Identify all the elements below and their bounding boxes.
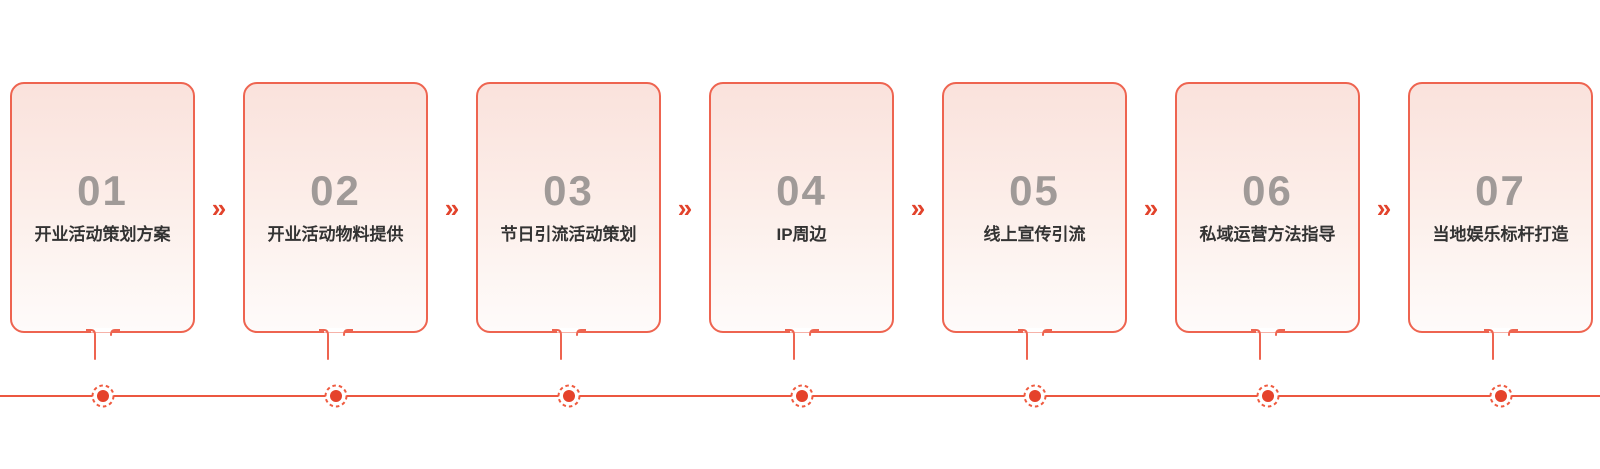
- card-body: 03 节日引流活动策划: [476, 82, 661, 333]
- step-card-2: 02 开业活动物料提供: [243, 82, 428, 408]
- arrow-cell: »: [661, 82, 709, 333]
- step-number: 03: [543, 166, 594, 214]
- step-number: 02: [310, 166, 361, 214]
- step-number: 04: [776, 166, 827, 214]
- step-number: 06: [1242, 166, 1293, 214]
- step-number: 07: [1475, 166, 1526, 214]
- arrow-cell: »: [1127, 82, 1175, 333]
- step-card-6: 06 私域运营方法指导: [1175, 82, 1360, 408]
- arrow-cell: »: [1360, 82, 1408, 333]
- arrow-cell: »: [894, 82, 942, 333]
- card-body: 07 当地娱乐标杆打造: [1408, 82, 1593, 333]
- card-body: 04 IP周边: [709, 82, 894, 333]
- card-body: 06 私域运营方法指导: [1175, 82, 1360, 333]
- chevron-right-icon: »: [444, 192, 460, 223]
- step-label: 当地娱乐标杆打造: [1432, 224, 1569, 244]
- step-card-7: 07 当地娱乐标杆打造: [1408, 82, 1593, 408]
- card-body: 01 开业活动策划方案: [10, 82, 195, 333]
- card-body: 05 线上宣传引流: [942, 82, 1127, 333]
- chevron-right-icon: »: [910, 192, 926, 223]
- step-label: 开业活动物料提供: [267, 224, 404, 244]
- step-label: 节日引流活动策划: [500, 224, 637, 244]
- steps-row: 01 开业活动策划方案 » 02 开业活动物料提供: [0, 82, 1600, 408]
- chevron-right-icon: »: [211, 192, 227, 223]
- step-label: IP周边: [776, 224, 827, 244]
- step-label: 私域运营方法指导: [1199, 224, 1336, 244]
- timeline-line: [0, 395, 1600, 397]
- step-card-1: 01 开业活动策划方案: [10, 82, 195, 408]
- step-label: 开业活动策划方案: [34, 224, 171, 244]
- step-number: 05: [1009, 166, 1060, 214]
- step-card-3: 03 节日引流活动策划: [476, 82, 661, 408]
- chevron-right-icon: »: [1143, 192, 1159, 223]
- arrow-cell: »: [195, 82, 243, 333]
- step-card-4: 04 IP周边: [709, 82, 894, 408]
- chevron-right-icon: »: [1376, 192, 1392, 223]
- chevron-right-icon: »: [677, 192, 693, 223]
- card-body: 02 开业活动物料提供: [243, 82, 428, 333]
- step-number: 01: [77, 166, 128, 214]
- arrow-cell: »: [428, 82, 476, 333]
- step-label: 线上宣传引流: [983, 224, 1086, 244]
- step-card-5: 05 线上宣传引流: [942, 82, 1127, 408]
